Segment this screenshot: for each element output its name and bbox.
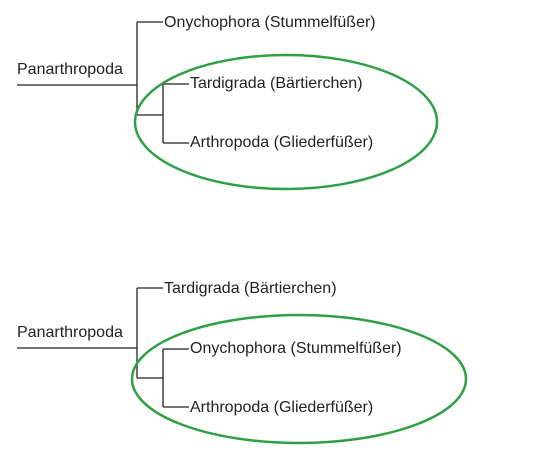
leaf-label: Onychophora (Stummelfüßer)	[164, 14, 376, 31]
cladogram-1-branches	[17, 21, 439, 191]
root-label: Panarthropoda	[17, 61, 123, 78]
root-label: Panarthropoda	[17, 324, 123, 341]
cladogram-2: Panarthropoda Tardigrada (Bärtierchen) O…	[0, 225, 538, 450]
leaf-label: Arthropoda (Gliederfüßer)	[190, 399, 374, 416]
cladogram-1: Panarthropoda Onychophora (Stummelfüßer)…	[17, 14, 439, 191]
clade-highlight	[130, 313, 468, 445]
leaf-label: Tardigrada (Bärtierchen)	[164, 280, 337, 297]
clade-highlight	[133, 53, 439, 191]
leaf-label: Onychophora (Stummelfüßer)	[190, 340, 402, 357]
leaf-label: Arthropoda (Gliederfüßer)	[190, 134, 374, 151]
leaf-label: Tardigrada (Bärtierchen)	[190, 75, 363, 92]
cladogram-2-branches	[17, 287, 468, 445]
